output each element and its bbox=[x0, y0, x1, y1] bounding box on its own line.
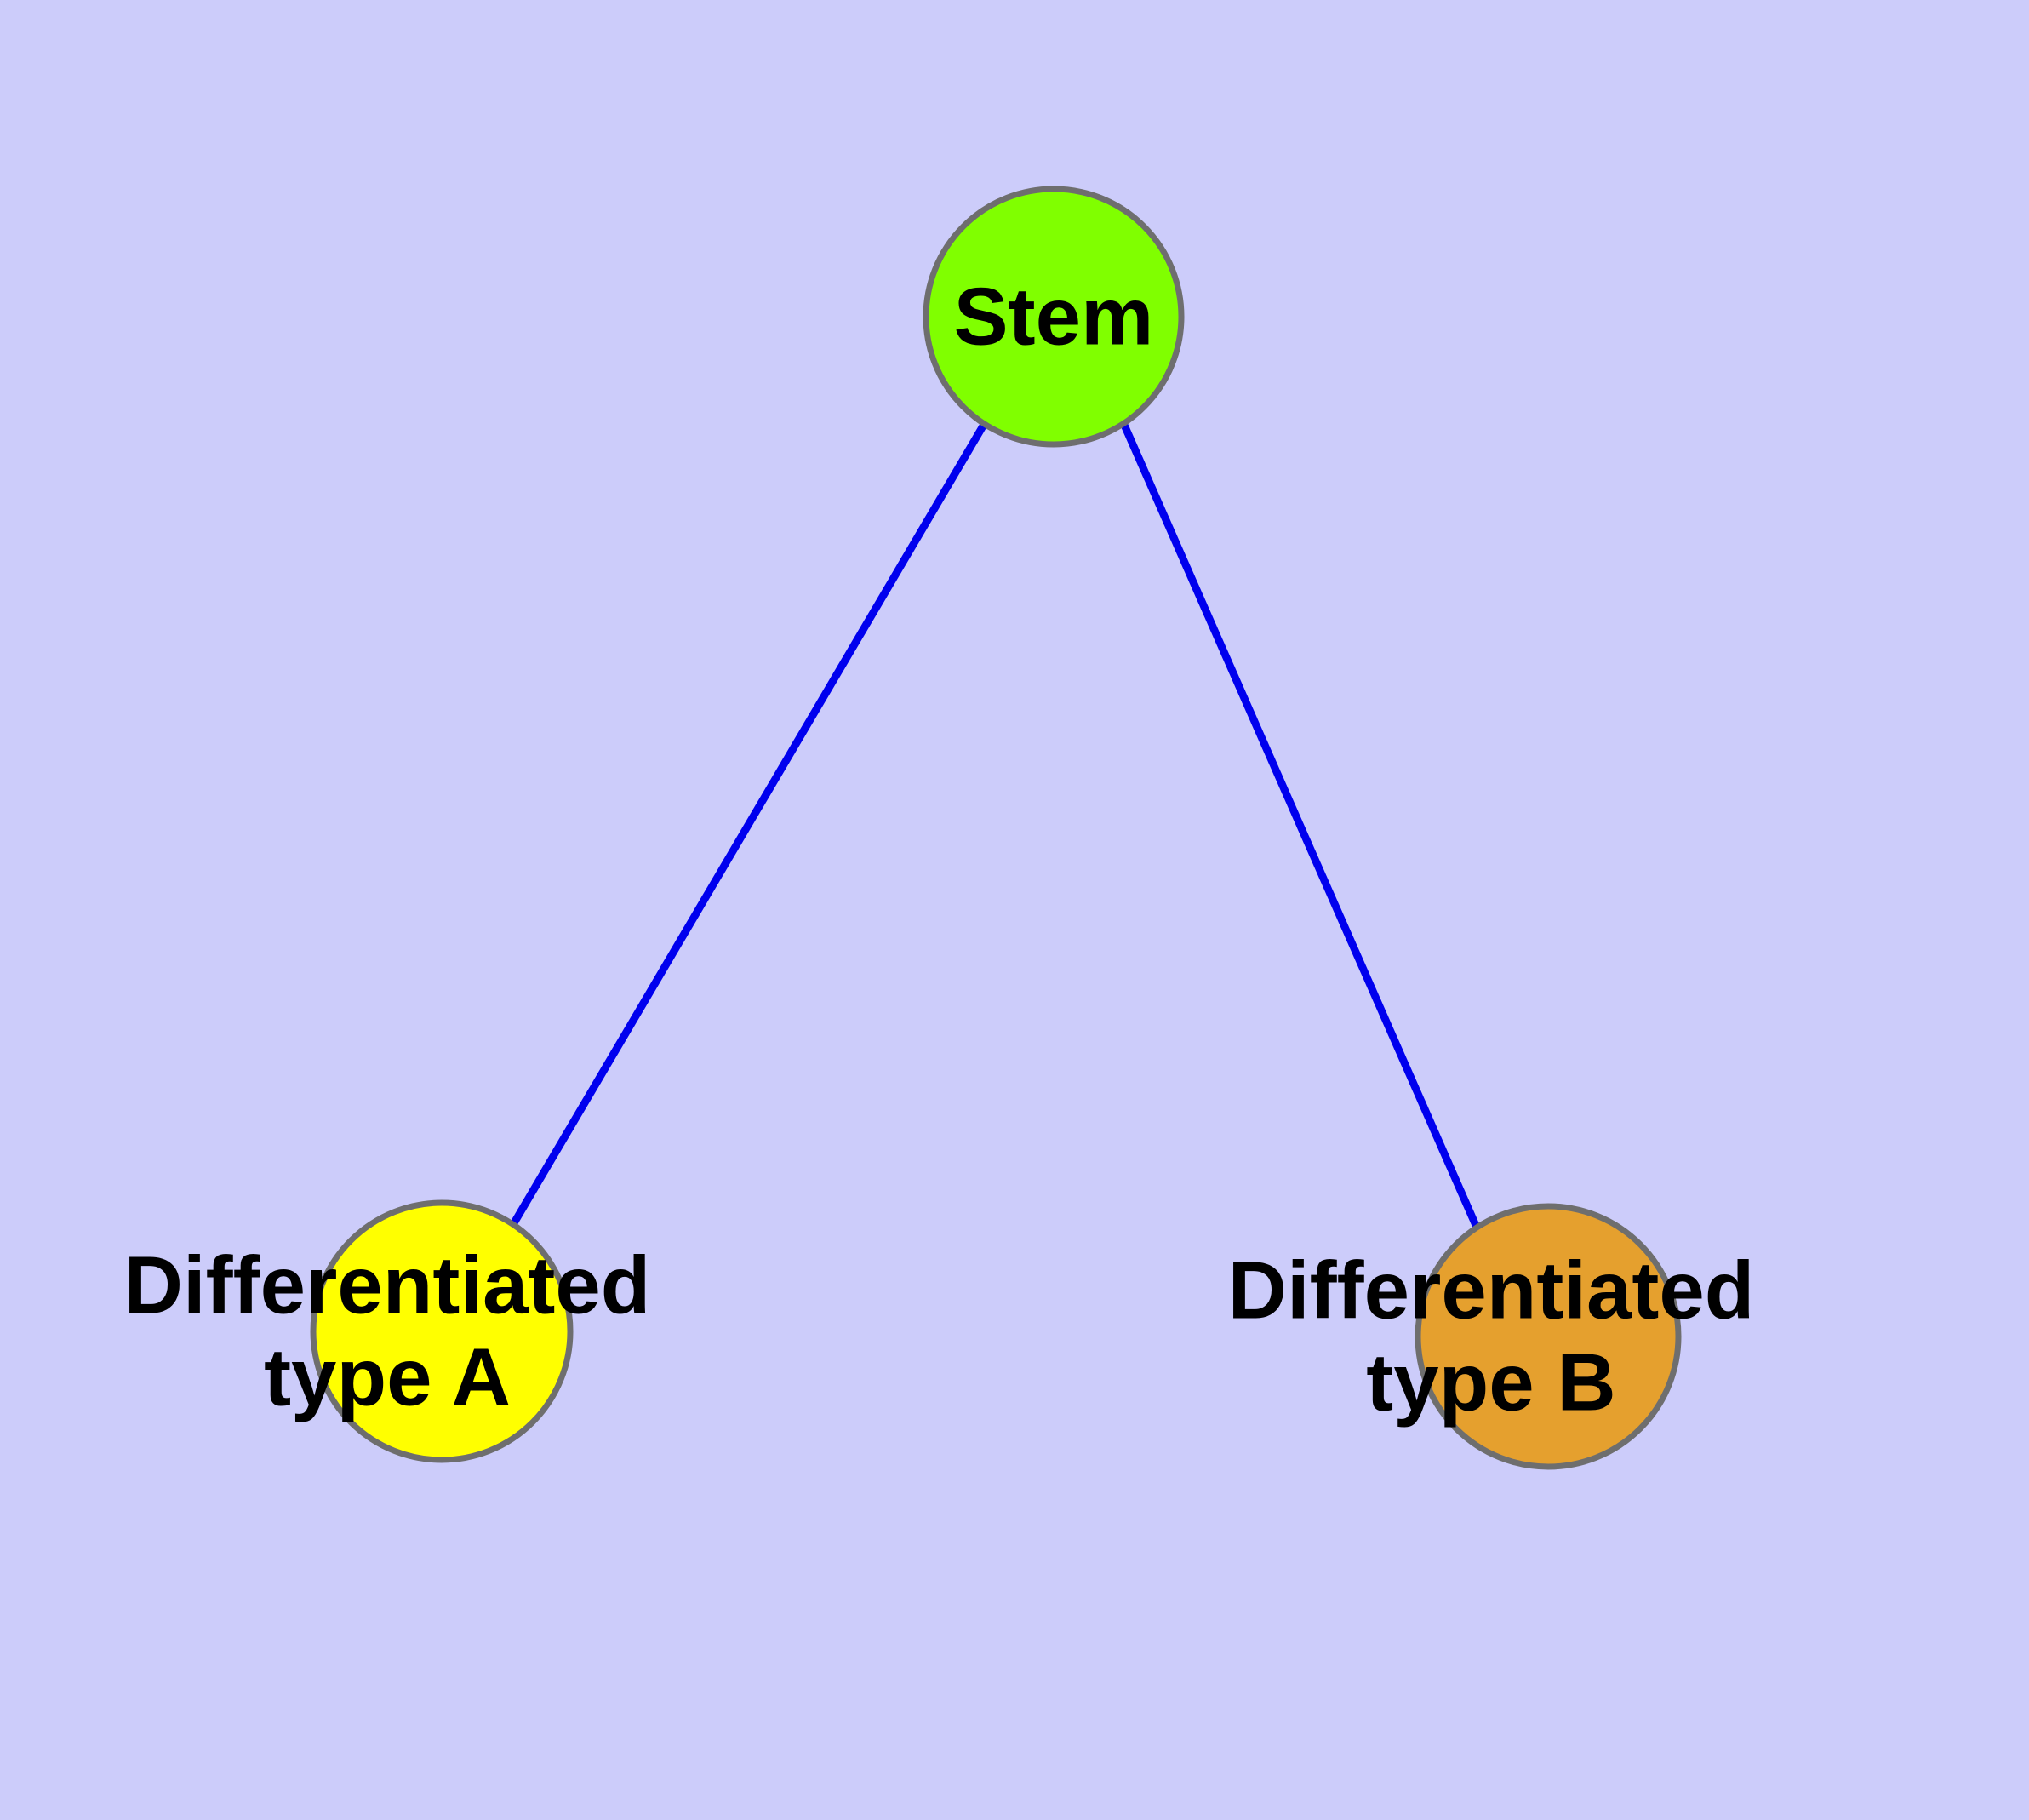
node-label-line: Differentiated bbox=[1228, 1245, 1755, 1336]
node-label-line: type A bbox=[264, 1332, 511, 1423]
edges-layer bbox=[509, 421, 1482, 1231]
node-differentiated-type-a-circle[interactable] bbox=[310, 1199, 574, 1463]
node-stem-circle[interactable] bbox=[923, 186, 1185, 448]
node-label-line: Differentiated bbox=[124, 1240, 651, 1331]
node-differentiated-type-b-circle[interactable] bbox=[1415, 1203, 1682, 1470]
nodes-layer bbox=[310, 186, 1682, 1470]
node-label-line: type B bbox=[1366, 1337, 1615, 1428]
node-stem-label: Stem bbox=[954, 272, 1154, 363]
edge-stem-to-differentiated-type-a[interactable] bbox=[509, 421, 988, 1228]
node-label-line: Stem bbox=[954, 272, 1154, 363]
edge-stem-to-differentiated-type-b[interactable] bbox=[1119, 421, 1482, 1231]
